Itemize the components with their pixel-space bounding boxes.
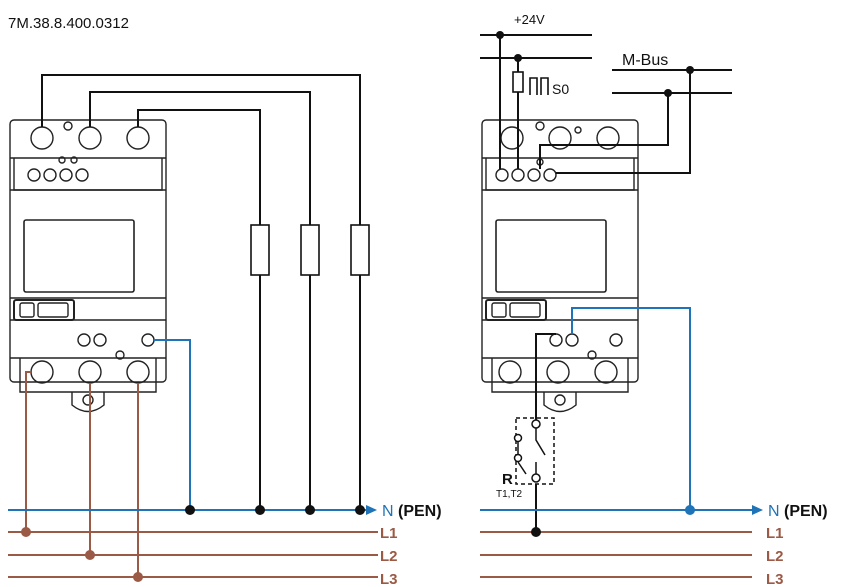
left-phase-wires xyxy=(25,371,139,577)
load-resistor-2 xyxy=(300,224,320,276)
load-resistor-3 xyxy=(350,224,370,276)
left-n-arrow xyxy=(366,505,377,515)
relay-wiring xyxy=(535,333,556,532)
right-junction-dots xyxy=(531,505,695,537)
mbus-lines xyxy=(539,69,732,174)
left-l1-label: L1 xyxy=(380,525,398,542)
right-neutral-suffix: (PEN) xyxy=(784,503,828,520)
model-code: 7M.38.8.400.0312 xyxy=(8,15,129,32)
load-resistor-1 xyxy=(250,224,270,276)
right-neutral-wire xyxy=(571,307,691,510)
right-bus-lines xyxy=(480,509,752,578)
relay-box xyxy=(515,417,555,485)
left-l3-label: L3 xyxy=(380,571,398,587)
left-neutral-letter: N xyxy=(382,503,394,520)
relay-label: R xyxy=(502,471,513,488)
left-load-wires xyxy=(41,74,361,510)
mbus-junctions xyxy=(664,66,694,97)
left-bus-lines xyxy=(8,509,378,578)
supply-junctions xyxy=(496,31,522,62)
left-l2-label: L2 xyxy=(380,548,398,565)
right-l1-label: L1 xyxy=(766,525,784,542)
relay-sub-label: T1,T2 xyxy=(496,489,523,500)
right-l3-label: L3 xyxy=(766,571,784,587)
pulse-icon xyxy=(529,77,549,95)
left-neutral-wire xyxy=(154,339,191,510)
left-meter xyxy=(9,119,167,413)
load-resistors xyxy=(250,224,370,276)
pulse-output-label: S0 xyxy=(552,81,569,97)
supply-voltage-label: +24V xyxy=(514,12,545,27)
right-neutral-letter: N xyxy=(768,503,780,520)
left-junction-dots xyxy=(21,505,365,582)
left-neutral-suffix: (PEN) xyxy=(398,503,442,520)
supply-lines xyxy=(480,34,592,169)
right-l2-label: L2 xyxy=(766,548,784,565)
right-meter xyxy=(481,119,639,413)
right-n-arrow xyxy=(752,505,763,515)
relay-switches xyxy=(517,428,546,475)
s0-resistor xyxy=(512,71,524,93)
mbus-label: M-Bus xyxy=(622,52,668,69)
